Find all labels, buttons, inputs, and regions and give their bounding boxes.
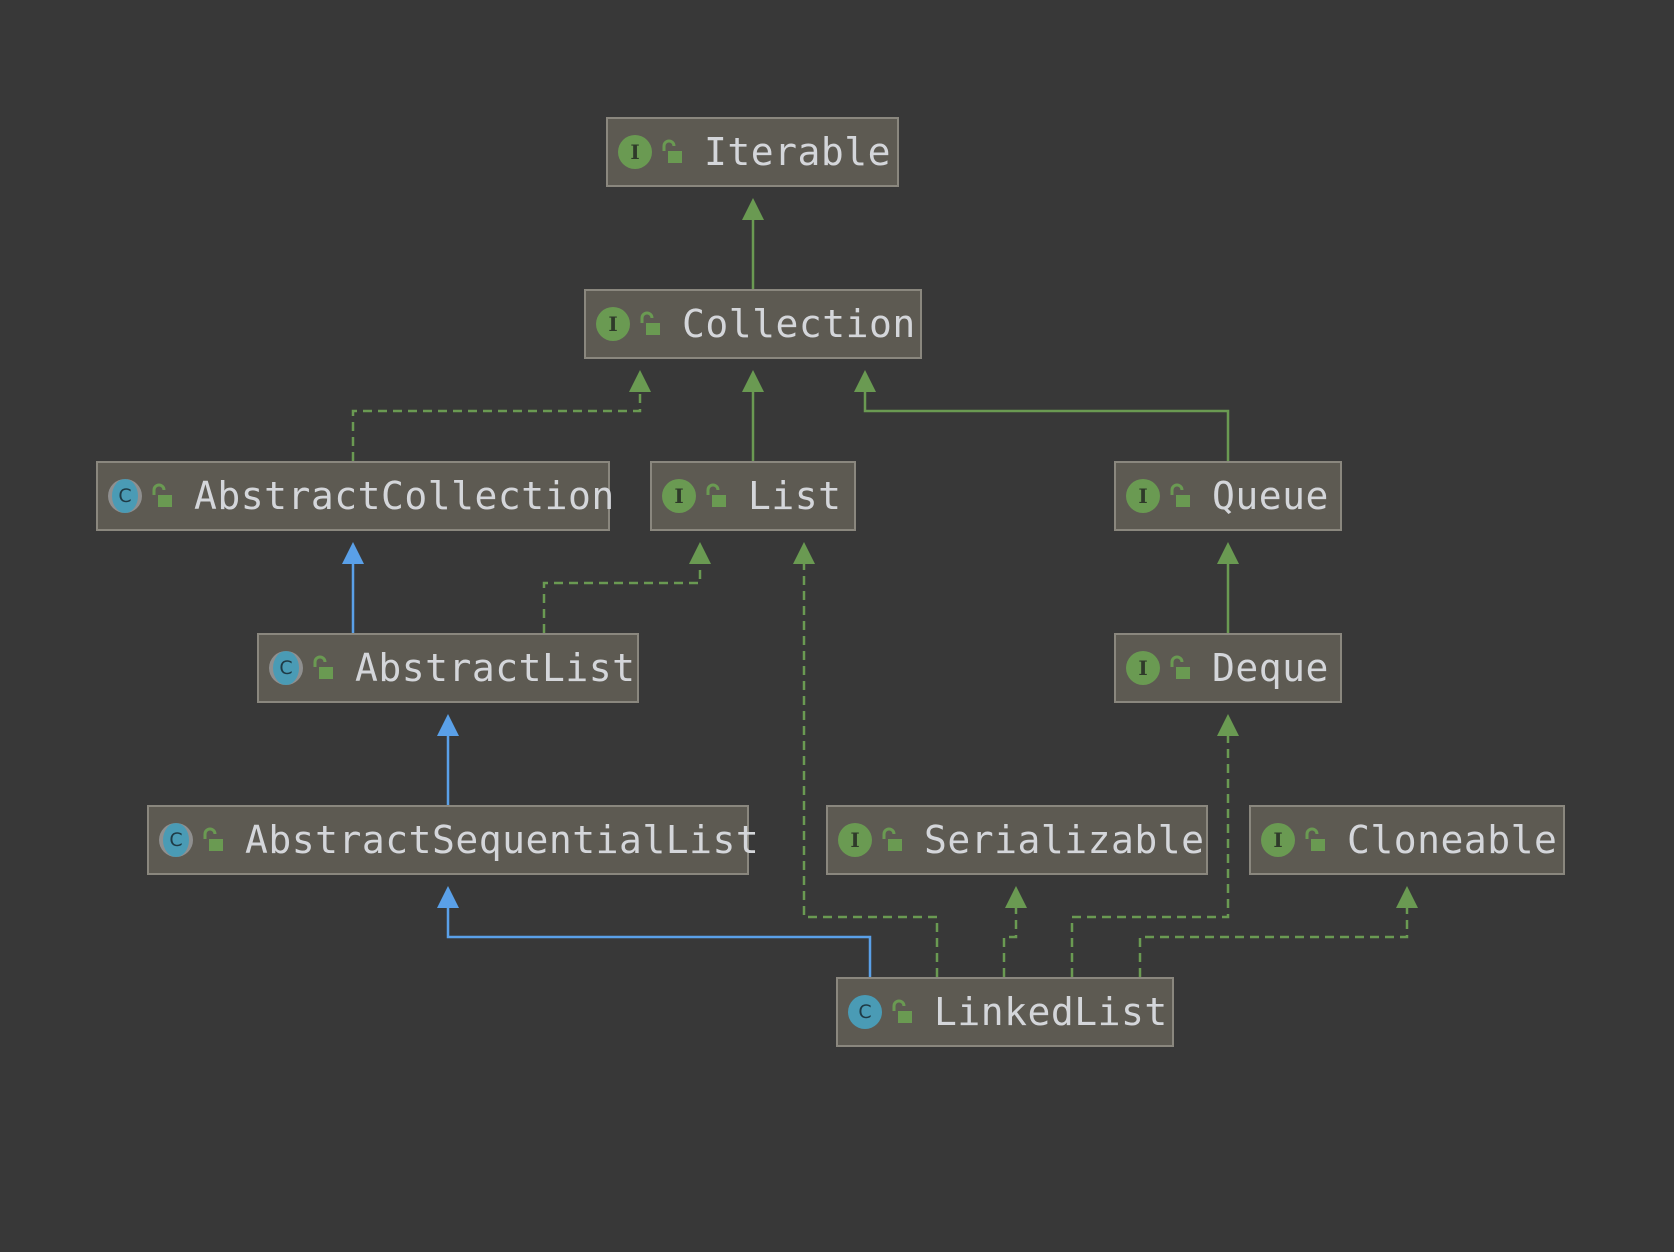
edge-linkedlist-to-serializable [1002,886,1027,977]
public-lock-icon [706,483,726,507]
public-lock-icon [882,827,902,851]
node-label: List [748,474,842,518]
edge-abstractlist-to-abstractcollection [342,542,364,633]
node-label: Collection [682,302,916,346]
arrowhead [1217,714,1239,736]
node-linkedlist[interactable]: C LinkedList [836,977,1174,1047]
arrowhead [1217,542,1239,564]
arrowhead [793,542,815,564]
public-lock-icon [1170,483,1190,507]
node-collection[interactable]: I Collection [584,289,922,359]
node-queue[interactable]: I Queue [1114,461,1342,531]
node-abstractlist[interactable]: C AbstractList [257,633,639,703]
public-lock-icon [313,655,333,679]
node-serializable[interactable]: I Serializable [826,805,1208,875]
public-lock-icon [1305,827,1325,851]
node-label: LinkedList [934,990,1168,1034]
public-lock-icon [662,139,682,163]
interface-icon: I [1261,823,1295,857]
node-label: AbstractCollection [194,474,615,518]
node-label: Deque [1212,646,1329,690]
node-label: Iterable [704,130,892,174]
public-lock-icon [152,483,172,507]
arrowhead [742,198,764,220]
edge-queue-to-collection [854,370,1230,461]
interface-icon: I [838,823,872,857]
node-cloneable[interactable]: I Cloneable [1249,805,1565,875]
node-label: Queue [1212,474,1329,518]
arrowhead [742,370,764,392]
public-lock-icon [1170,655,1190,679]
interface-icon: I [1126,479,1160,513]
node-deque[interactable]: I Deque [1114,633,1342,703]
abstract-class-icon: C [269,651,303,685]
interface-icon: I [662,479,696,513]
arrowhead [629,370,651,392]
arrowhead [854,370,876,392]
edge-abstractcollection-to-collection [351,370,651,461]
arrowhead [1005,886,1027,908]
abstract-class-icon: C [108,479,142,513]
arrowhead [437,714,459,736]
interface-icon: I [618,135,652,169]
node-label: AbstractSequentialList [245,818,760,862]
public-lock-icon [640,311,660,335]
abstract-class-icon: C [159,823,193,857]
edge-list-to-collection [742,370,764,461]
edge-deque-to-queue [1217,542,1239,633]
edge-linkedlist-to-list [793,542,939,977]
arrowhead [342,542,364,564]
edge-collection-to-iterable [742,198,764,289]
node-iterable[interactable]: I Iterable [606,117,899,187]
interface-icon: I [1126,651,1160,685]
public-lock-icon [892,999,912,1023]
public-lock-icon [203,827,223,851]
edge-linkedlist-to-abstractsequentiallist [437,886,872,977]
interface-icon: I [596,307,630,341]
node-label: Cloneable [1347,818,1558,862]
node-label: Serializable [924,818,1205,862]
arrowhead [689,542,711,564]
node-list[interactable]: I List [650,461,856,531]
node-abstractsequentiallist[interactable]: C AbstractSequentialList [147,805,759,875]
arrowhead [1396,886,1418,908]
arrowhead [437,886,459,908]
node-label: AbstractList [355,646,636,690]
node-abstractcollection[interactable]: C AbstractCollection [96,461,614,531]
edge-linkedlist-to-deque [1070,714,1239,977]
edge-linkedlist-to-cloneable [1138,886,1418,977]
edge-abstractsequentiallist-to-abstractlist [437,714,459,805]
edge-abstractlist-to-list [542,542,711,633]
class-icon: C [848,995,882,1029]
